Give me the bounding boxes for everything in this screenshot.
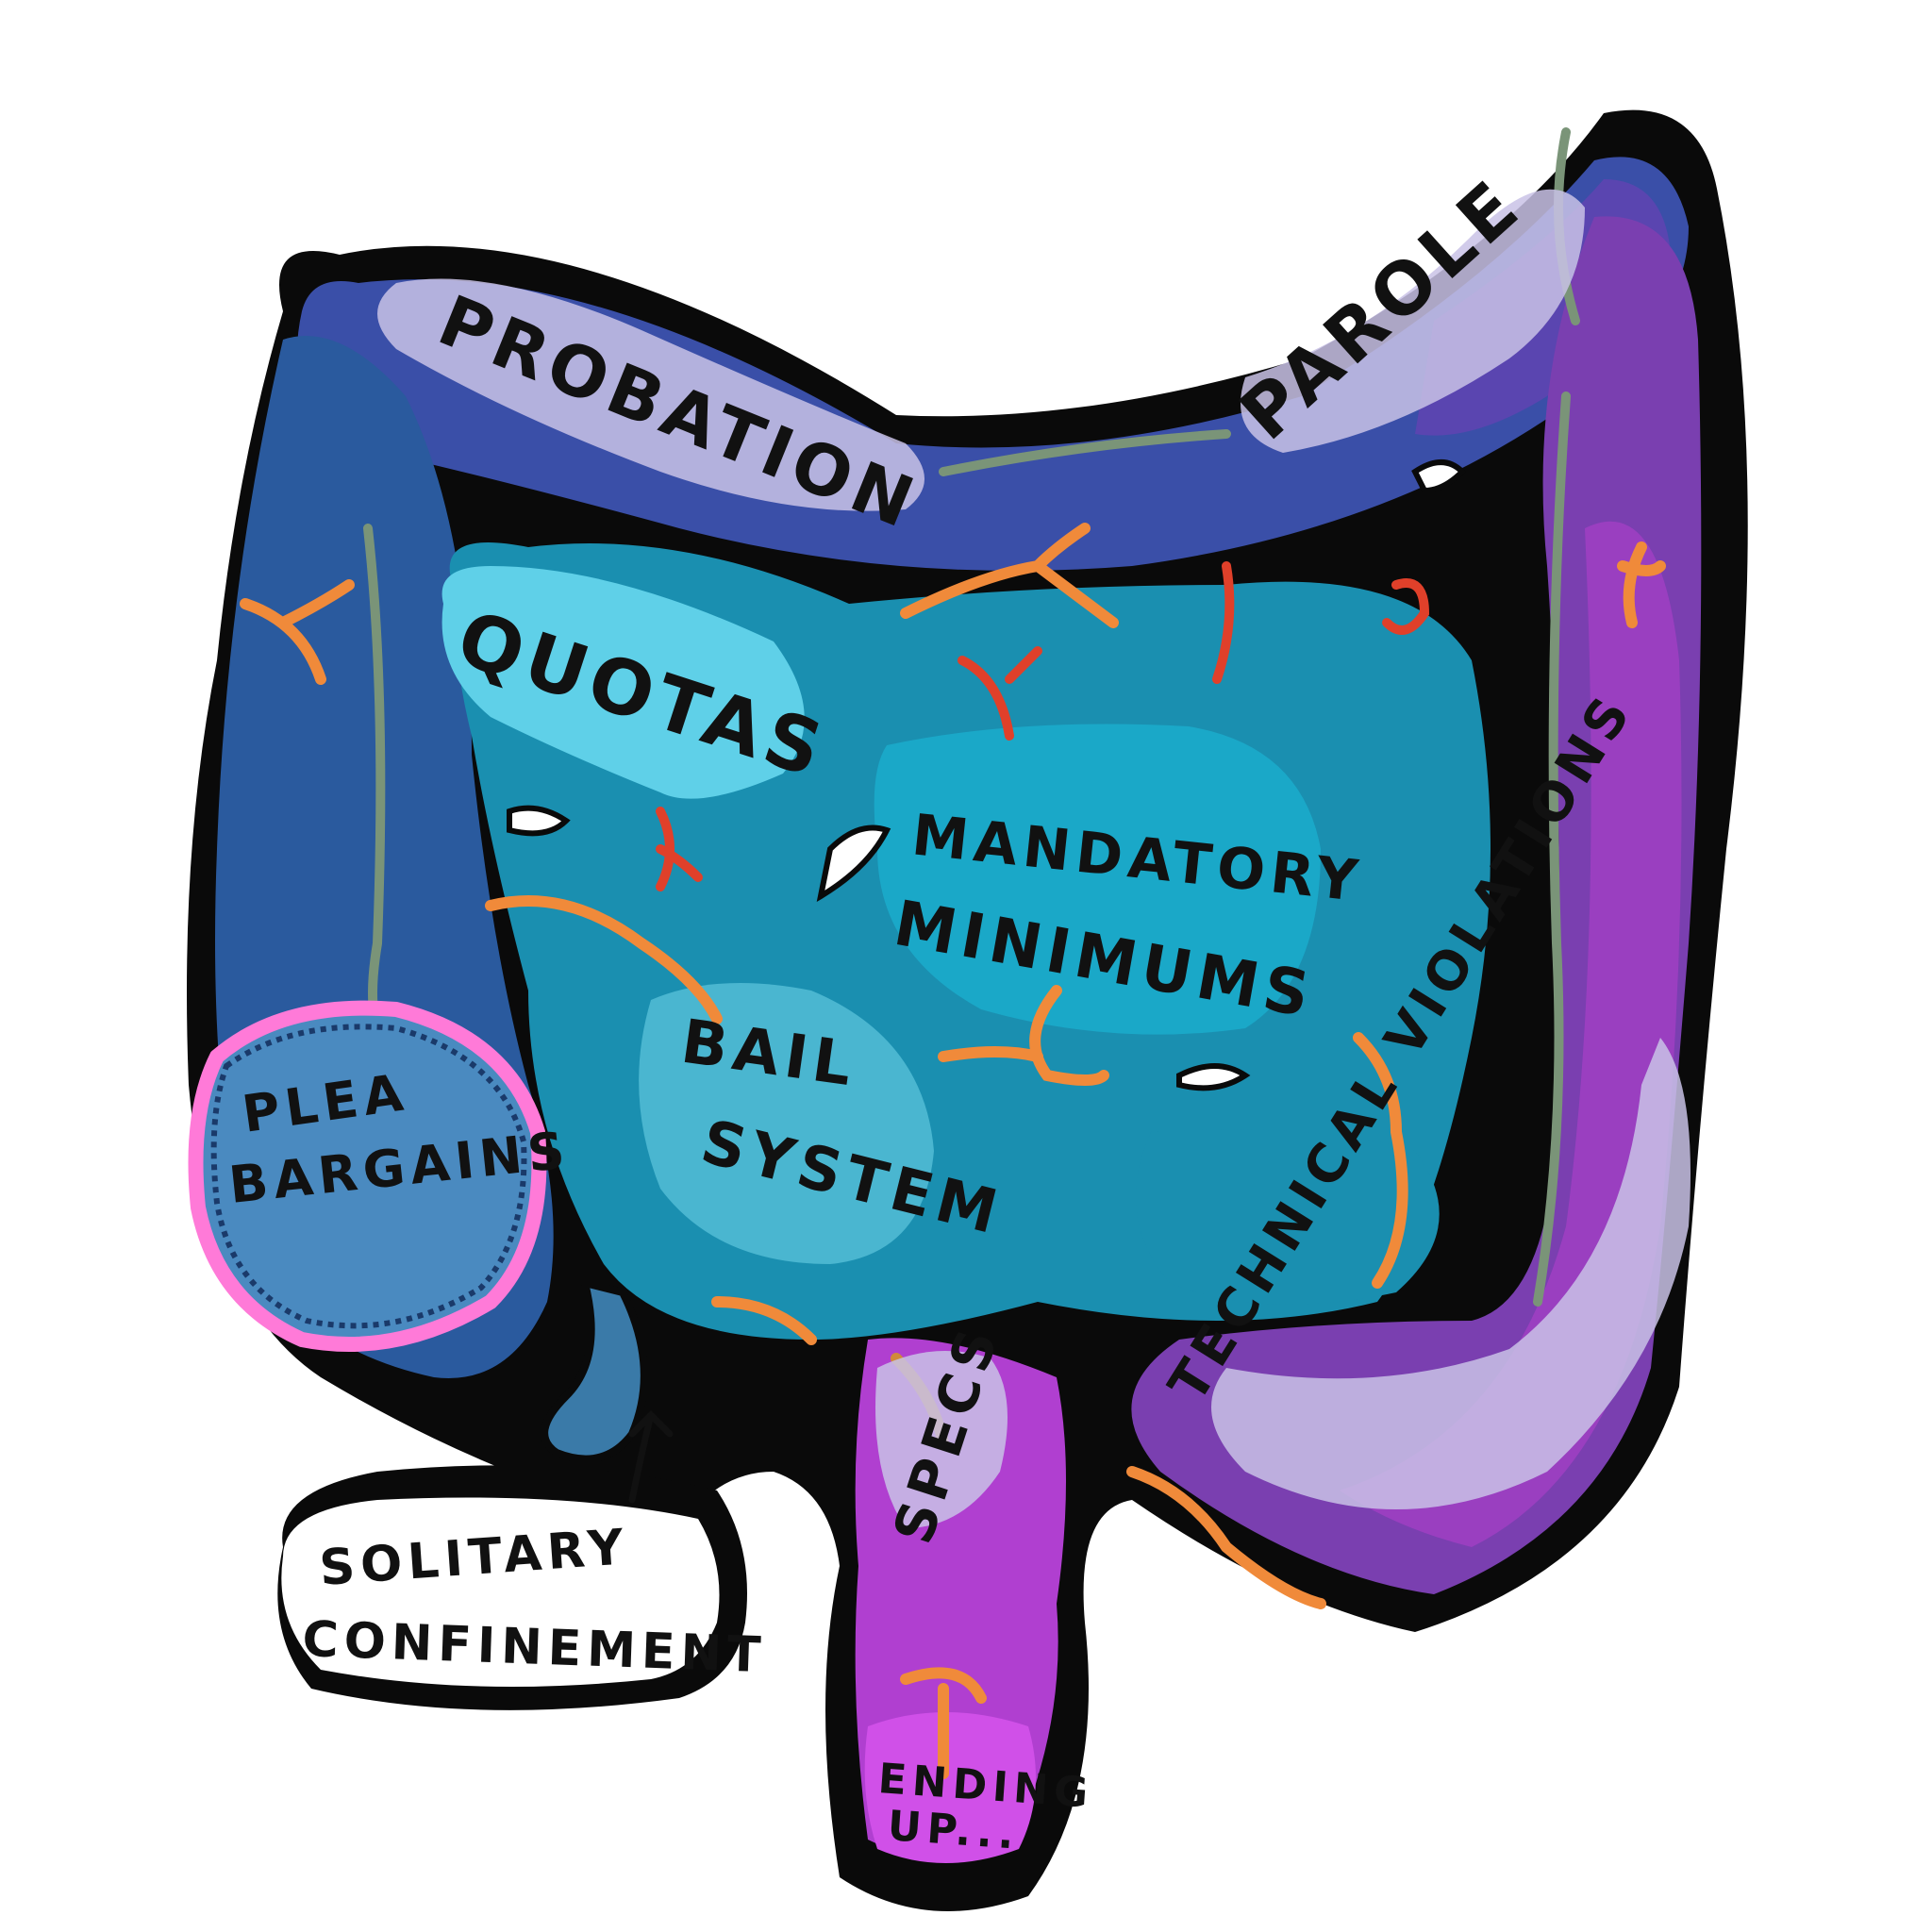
label-ending-up-line2: UP... — [886, 1802, 1021, 1859]
solitary-confinement-bubble — [281, 1410, 720, 1687]
small-intestine — [441, 542, 1491, 1340]
label-highlights — [377, 189, 1690, 1528]
coil-gaps — [507, 459, 1467, 1091]
plea-bargains-pouch — [188, 1000, 547, 1352]
blood-vessels — [240, 523, 1666, 1779]
appendix — [541, 1277, 648, 1463]
